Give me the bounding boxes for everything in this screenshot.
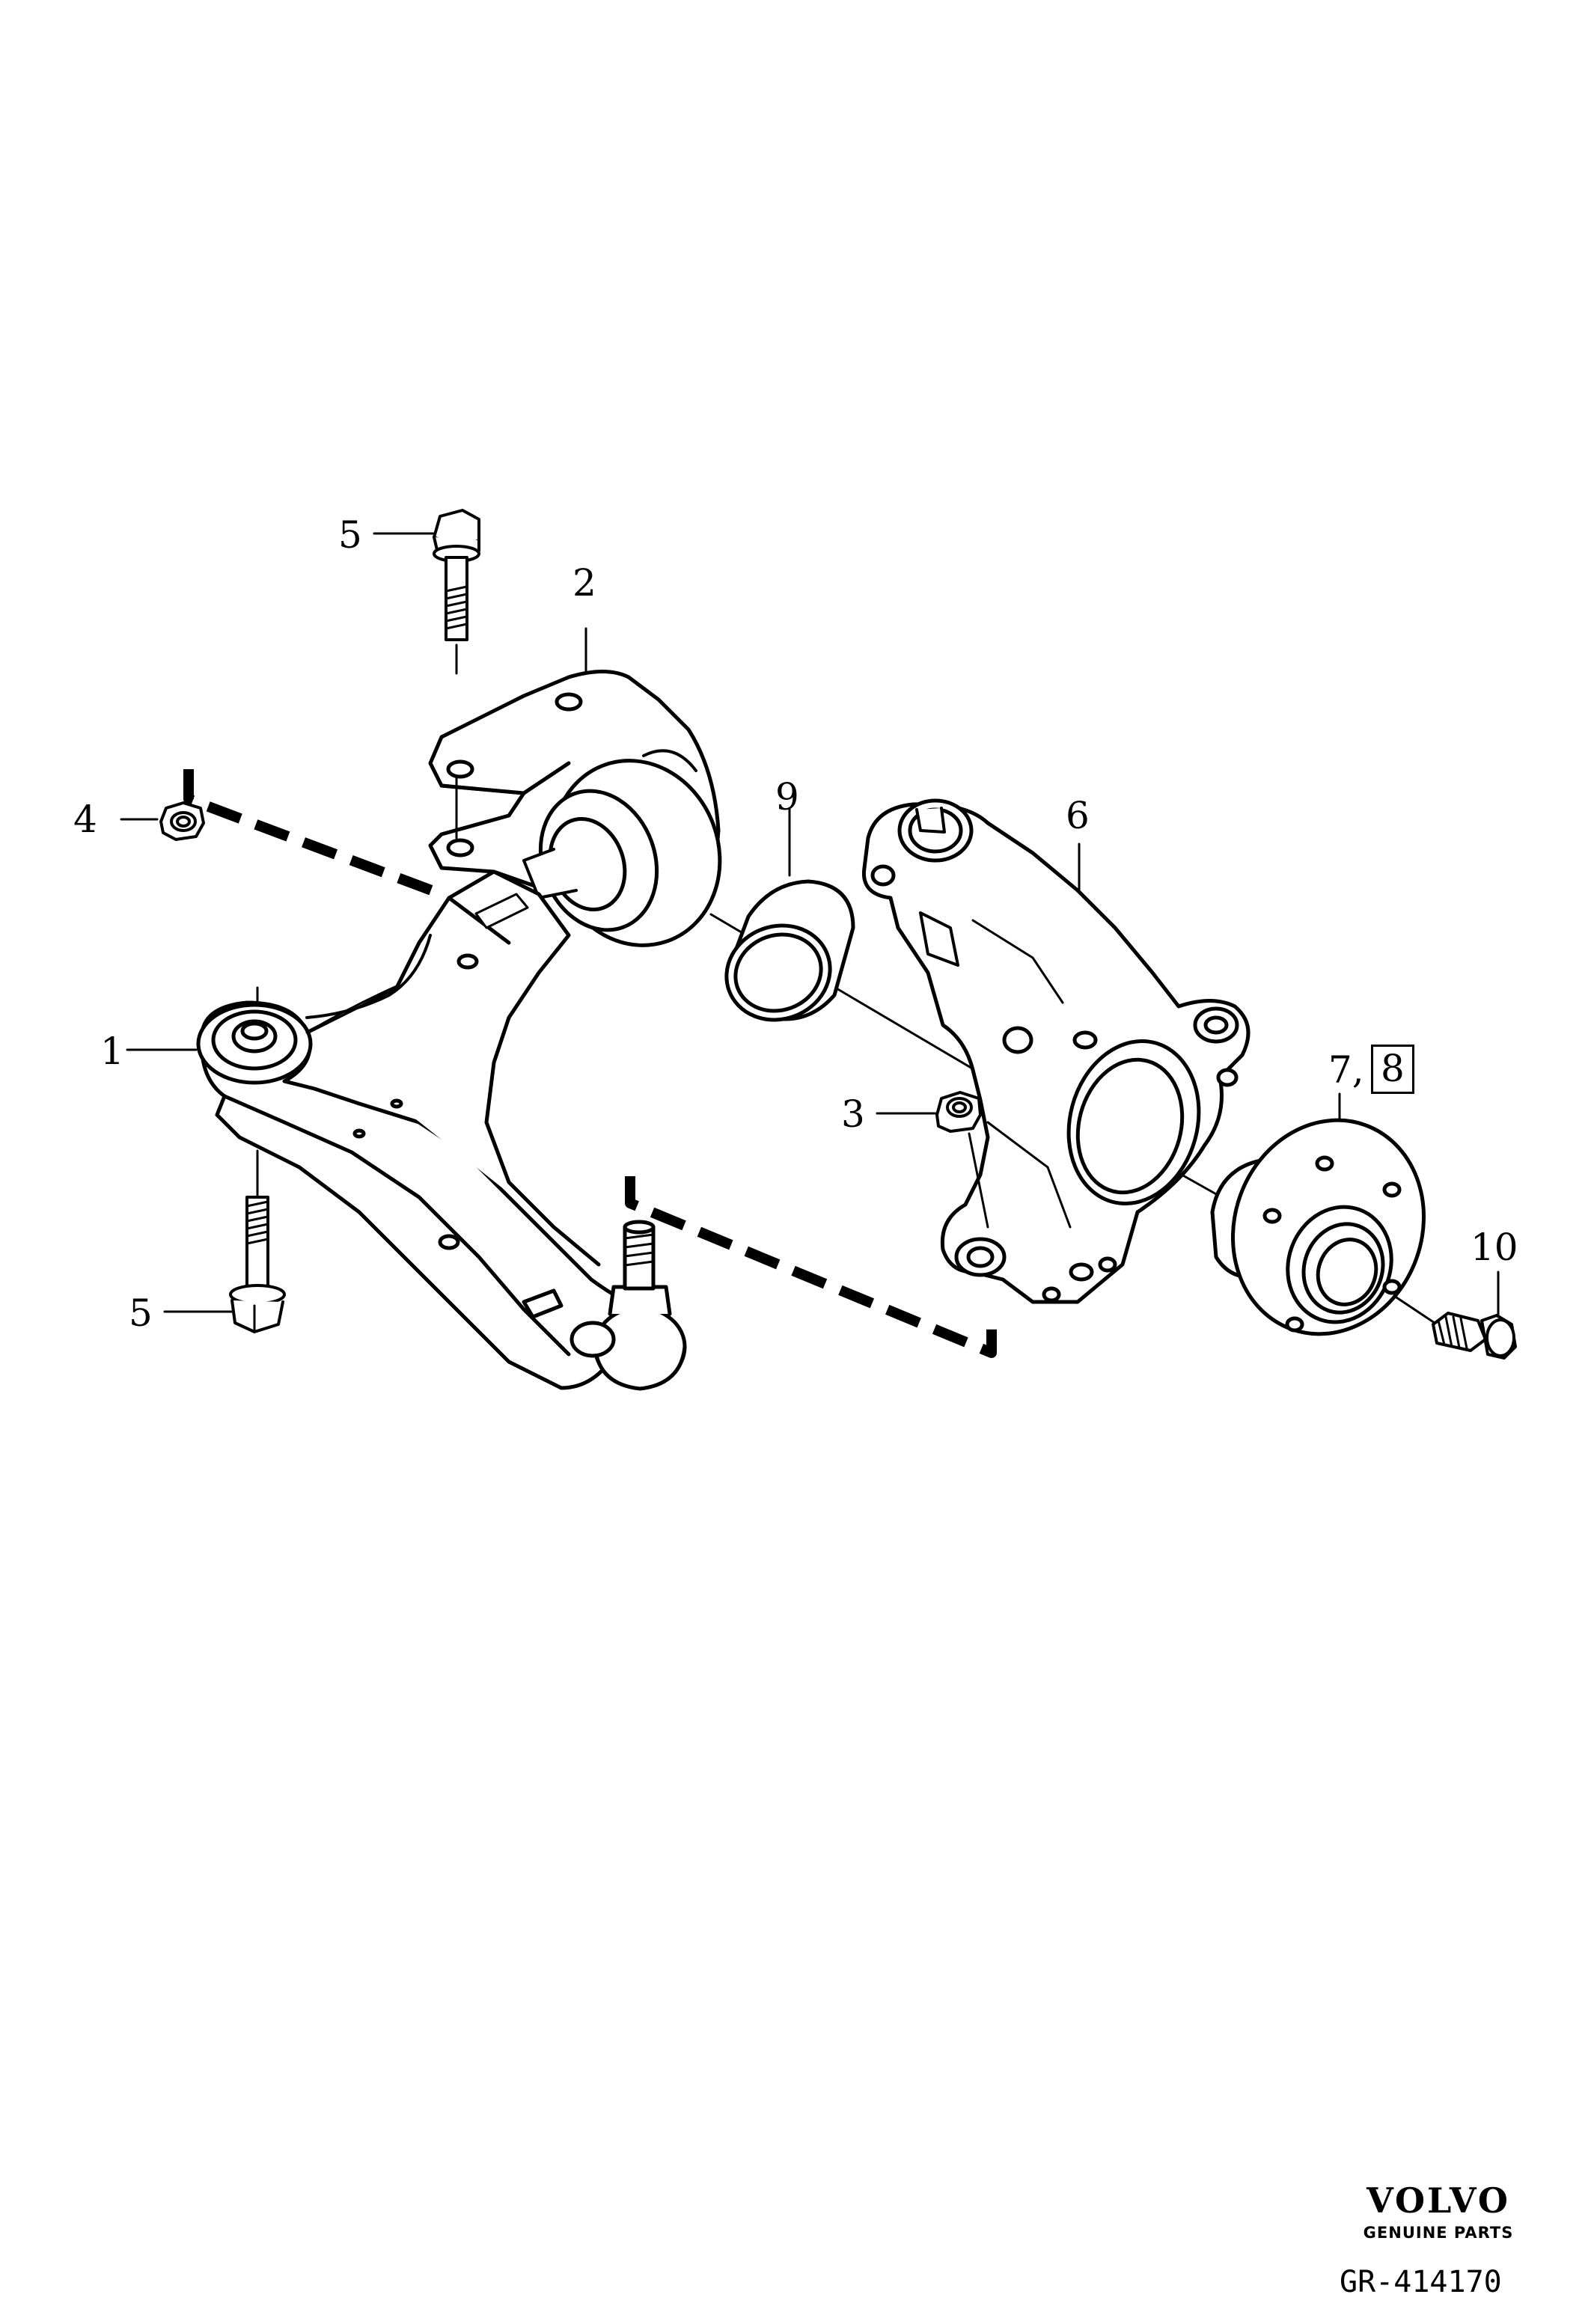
assembly-dashed-lines [183, 769, 997, 1358]
ball-joint [569, 1220, 687, 1391]
control-arm [196, 869, 661, 1390]
bolt-top [433, 509, 480, 675]
brand-block: VOLVO GENUINE PARTS [1353, 2183, 1524, 2242]
callout-8-box: 8 [1371, 1045, 1414, 1094]
steering-knuckle [861, 798, 1250, 1304]
brand-logo-text: VOLVO [1366, 2180, 1510, 2221]
dashed-line-nut-to-bushing [183, 769, 444, 899]
callout-6: 6 [1066, 794, 1090, 837]
callout-8: 8 [1371, 1045, 1414, 1094]
callout-5-bottom: 5 [129, 1291, 153, 1335]
callout-7: 7, [1328, 1048, 1364, 1092]
arm-to-bracket-line [305, 934, 432, 1019]
wheel-hub [1210, 1118, 1426, 1336]
dashed-line-balljoint-to-knuckle [625, 1176, 997, 1358]
callout-10: 10 [1471, 1226, 1518, 1269]
drawing-reference: GR-414170 [1340, 2265, 1502, 2299]
callout-2: 2 [572, 561, 596, 605]
hub-bolt [1432, 1312, 1517, 1360]
brand-subtitle: GENUINE PARTS [1363, 2224, 1514, 2242]
callout-5-top: 5 [338, 513, 362, 557]
callout-9: 9 [775, 775, 799, 819]
nut-3 [935, 1091, 989, 1229]
nut-4 [159, 801, 205, 841]
bearing-ring [724, 879, 855, 1022]
contour-lines [305, 934, 432, 1019]
bracket-bushing [428, 670, 722, 947]
callout-3: 3 [841, 1092, 865, 1136]
callout-1: 1 [100, 1030, 124, 1073]
callout-4: 4 [73, 798, 97, 841]
bolt-bottom [229, 1196, 286, 1333]
